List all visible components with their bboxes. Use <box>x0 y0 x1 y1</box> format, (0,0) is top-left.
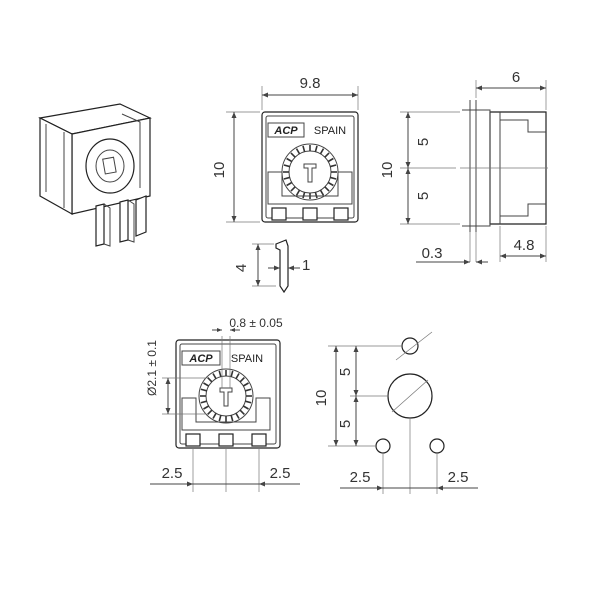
pin-height-label: 4 <box>233 264 250 272</box>
footprint-hole-left <box>375 438 391 454</box>
rotor-tick <box>207 409 213 415</box>
rotor-tick <box>327 181 334 187</box>
bottom-left-pitch-label: 2.5 <box>162 465 183 482</box>
footprint-hole-top <box>401 337 419 355</box>
rotor-tick <box>203 382 210 387</box>
shaft-diameter-label: Ø2.1 ± 0.1 <box>145 340 159 396</box>
rotor-tick <box>324 186 330 192</box>
bottom-right-pitch-label: 2.5 <box>270 465 291 482</box>
footprint-left-pitch-label: 2.5 <box>350 469 371 486</box>
rotor-tick <box>200 400 207 404</box>
top-height-label: 10 <box>211 162 228 179</box>
rotor-tick <box>212 373 217 380</box>
rotor-tick <box>218 370 222 377</box>
rotor-tick <box>245 400 252 404</box>
rotor-tick <box>314 145 318 152</box>
rotor-tick <box>239 377 245 383</box>
rotor-tick <box>245 388 252 392</box>
footprint-upper-label: 5 <box>337 368 354 376</box>
footprint-view: 10 5 5 2.5 2.5 <box>313 331 478 494</box>
footprint-height-label: 10 <box>313 390 330 407</box>
rotor-tick <box>235 412 240 419</box>
footprint-lower-label: 5 <box>337 420 354 428</box>
side-view: 6 5 5 10 0.3 4.8 <box>379 69 548 265</box>
rotor-tick <box>290 186 296 192</box>
rotor-tick <box>302 192 306 199</box>
rotor-tick <box>319 189 325 196</box>
rotor-tick <box>230 415 234 422</box>
svg-text:10: 10 <box>379 162 396 179</box>
rotor-ticks-bottom <box>200 370 252 422</box>
rotor-tick <box>239 409 245 415</box>
rotor-tick <box>283 176 290 180</box>
top-brand-mark: ACP <box>273 125 298 137</box>
rotor-tick <box>330 176 337 180</box>
isometric-view <box>38 103 152 247</box>
side-pin-thickness-label: 0.3 <box>422 245 443 262</box>
side-lower-label: 5 <box>415 192 432 200</box>
rotor-tick <box>295 189 301 196</box>
footprint-hole-right <box>429 438 445 454</box>
rotor-tick <box>200 388 207 392</box>
rotor-tick <box>230 370 234 377</box>
rotor-tick <box>218 415 222 422</box>
bottom-brand-text: SPAIN <box>231 353 263 365</box>
rotor-tick <box>286 181 293 187</box>
rotor-tick <box>324 152 330 158</box>
rotor-tick <box>207 377 213 383</box>
rotor-tick <box>203 405 210 410</box>
top-brand-text: SPAIN <box>314 125 346 137</box>
rotor-tick <box>330 164 337 168</box>
side-upper-label: 5 <box>415 138 432 146</box>
bottom-brand-mark: ACP <box>188 353 213 365</box>
bottom-front-view: ACP SPAIN 0.8 ± 0.05 Ø2.1 ± 0.1 2.5 2.5 <box>145 316 300 492</box>
rotor-tick <box>283 164 290 168</box>
pin-detail: 4 1 <box>233 239 310 294</box>
top-front-view: ACP SPAIN 9.8 10 <box>211 75 359 223</box>
rotor-tick <box>286 157 293 163</box>
side-body-depth-label: 4.8 <box>514 237 535 254</box>
top-width-label: 9.8 <box>300 75 321 92</box>
top-front-body <box>261 111 359 223</box>
rotor-tick <box>235 373 240 380</box>
rotor-tick <box>314 192 318 199</box>
pin-width-label: 1 <box>302 257 310 274</box>
rotor-tick <box>242 382 249 387</box>
rotor-tick <box>327 157 334 163</box>
rotor-tick <box>242 405 249 410</box>
rotor-tick <box>302 145 306 152</box>
bottom-rotor <box>198 368 254 424</box>
rotor-tick <box>212 412 217 419</box>
side-depth-label: 6 <box>512 69 520 86</box>
rotor-tick <box>290 152 296 158</box>
rotor-tick <box>319 148 325 155</box>
rotor-tick <box>295 148 301 155</box>
footprint-right-pitch-label: 2.5 <box>448 469 469 486</box>
slot-label: 0.8 ± 0.05 <box>229 316 283 330</box>
